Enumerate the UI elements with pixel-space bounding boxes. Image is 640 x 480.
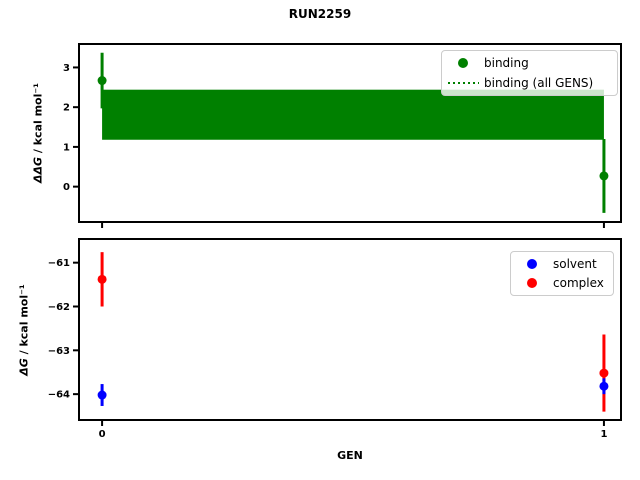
y-tick-label: −63 (48, 346, 70, 357)
top-y-axis-label-units: / kcal mol⁻¹ (31, 82, 45, 157)
bottom-y-axis-label-units: / kcal mol⁻¹ (17, 284, 31, 359)
complex-data-point (599, 368, 609, 378)
legend-item-label: binding (484, 56, 529, 70)
bottom-legend: solvent complex (510, 251, 614, 296)
legend-item-solvent: solvent (511, 257, 613, 271)
legend-marker-slot (442, 82, 484, 84)
complex-data-point (97, 274, 107, 284)
top-y-axis-label: ΔΔG / kcal mol⁻¹ (32, 83, 45, 183)
bottom-y-axis-label: ΔG / kcal mol⁻¹ (18, 284, 31, 376)
binding-marker-icon (458, 58, 468, 68)
dotted-line-icon (447, 82, 479, 84)
legend-item-binding-all-gens: binding (all GENS) (442, 76, 617, 90)
top-legend: binding binding (all GENS) (441, 50, 618, 96)
y-tick-label: 2 (63, 103, 70, 114)
y-tick-label: −64 (48, 390, 70, 401)
figure-title: RUN2259 (288, 7, 352, 21)
complex-marker-icon (527, 278, 537, 289)
solvent-data-point (97, 390, 107, 400)
legend-item-binding: binding (442, 56, 617, 70)
y-tick-label: −62 (48, 302, 70, 313)
confidence-band (102, 89, 604, 140)
legend-marker-slot (442, 58, 484, 68)
solvent-marker-icon (527, 258, 537, 269)
legend-marker-slot (511, 258, 553, 269)
x-axis-label: GEN (337, 449, 363, 462)
binding-data-point (599, 171, 609, 181)
y-tick-label: 1 (63, 142, 70, 153)
axes-frame (78, 238, 622, 421)
bottom-y-axis-label-math: ΔG (17, 358, 31, 376)
y-tick-label: 0 (63, 182, 70, 193)
x-tick-label: 0 (99, 429, 106, 440)
solvent-data-point (599, 381, 609, 391)
legend-item-label: complex (553, 276, 604, 291)
legend-item-label: solvent (553, 256, 597, 271)
binding-data-point (97, 76, 107, 86)
axes-frame (78, 43, 622, 223)
legend-item-complex: complex (511, 276, 613, 290)
top-y-axis-label-math: ΔΔG (31, 156, 45, 184)
legend-item-label: binding (all GENS) (484, 76, 594, 90)
x-tick-label: 1 (600, 429, 607, 440)
y-tick-label: −61 (48, 258, 70, 269)
y-tick-label: 3 (63, 63, 70, 74)
legend-marker-slot (511, 278, 553, 289)
